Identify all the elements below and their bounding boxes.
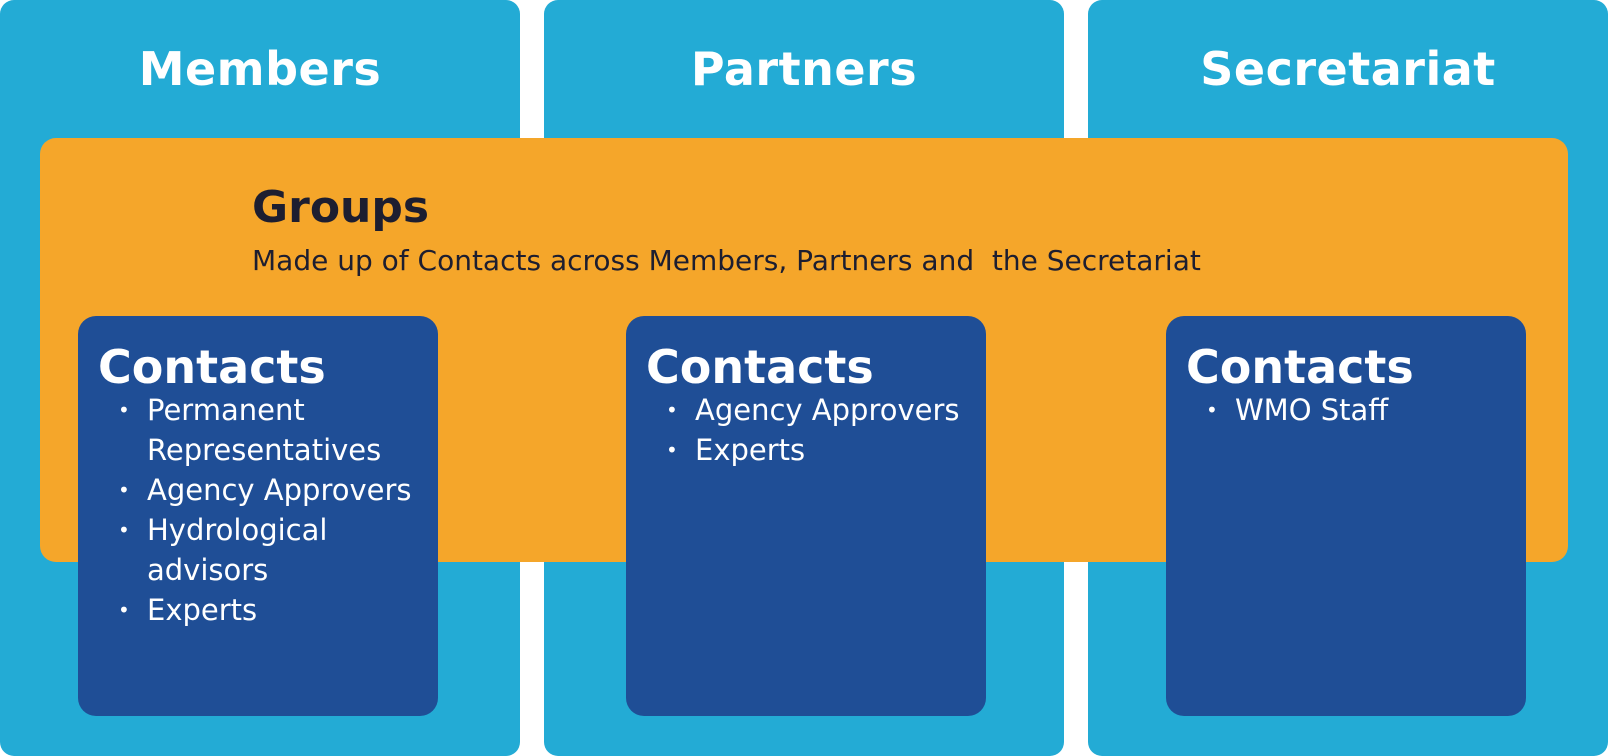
bullet-icon: •	[118, 478, 130, 502]
list-item: • Experts	[626, 430, 986, 470]
partners-contacts-card: Contacts • Agency Approvers • Experts	[626, 316, 986, 716]
list-item-label: WMO Staff	[1235, 393, 1389, 427]
list-item: • Agency Approvers	[626, 390, 986, 430]
secretariat-contacts-card: Contacts • WMO Staff	[1166, 316, 1526, 716]
bullet-icon: •	[1206, 398, 1218, 422]
list-item: • WMO Staff	[1166, 390, 1526, 430]
list-item: • Hydrological advisors	[78, 510, 438, 590]
bullet-icon: •	[666, 438, 678, 462]
list-item: • Permanent Representatives	[78, 390, 438, 470]
bullet-icon: •	[666, 398, 678, 422]
groups-title: Groups	[252, 182, 430, 233]
list-item-label: Hydrological advisors	[147, 513, 328, 587]
contacts-title: Contacts	[1186, 340, 1414, 394]
contacts-title: Contacts	[98, 340, 326, 394]
members-title: Members	[138, 42, 382, 96]
contacts-list: • Agency Approvers • Experts	[626, 390, 986, 470]
bullet-icon: •	[118, 598, 130, 622]
list-item-label: Agency Approvers	[695, 393, 960, 427]
list-item: • Agency Approvers	[78, 470, 438, 510]
list-item-label: Permanent Representatives	[147, 393, 382, 467]
partners-title: Partners	[690, 42, 918, 96]
secretariat-title: Secretariat	[1200, 42, 1496, 96]
members-contacts-card: Contacts • Permanent Representatives • Age…	[78, 316, 438, 716]
list-item-label: Experts	[147, 593, 258, 627]
list-item-label: Agency Approvers	[147, 473, 412, 507]
contacts-title: Contacts	[646, 340, 874, 394]
groups-subtitle: Made up of Contacts across Members, Part…	[252, 244, 1201, 277]
contacts-list: • Permanent Representatives • Agency Appro…	[78, 390, 438, 630]
bullet-icon: •	[118, 518, 130, 542]
bullet-icon: •	[118, 398, 130, 422]
list-item: • Experts	[78, 590, 438, 630]
contacts-list: • WMO Staff	[1166, 390, 1526, 430]
list-item-label: Experts	[695, 433, 806, 467]
